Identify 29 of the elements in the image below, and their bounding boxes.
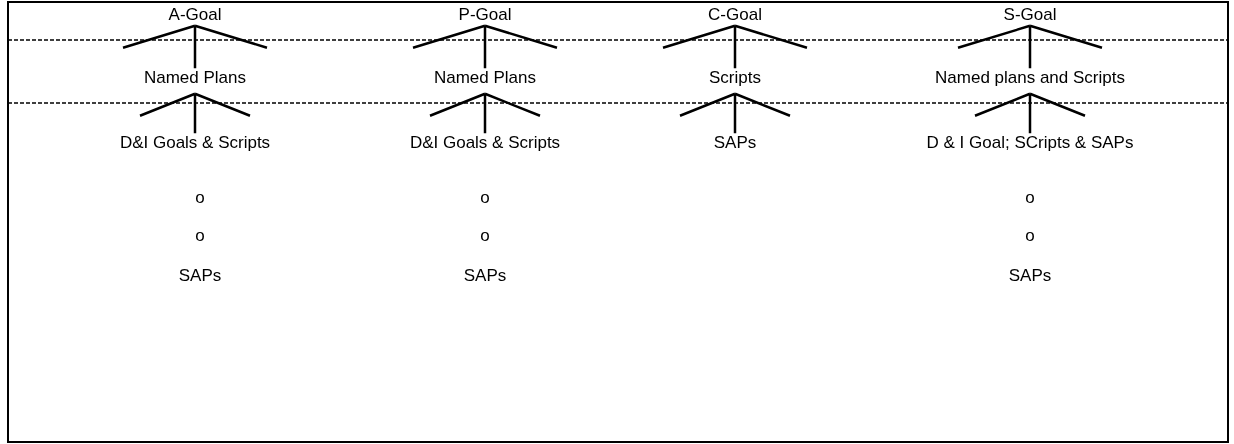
tree-branch-symbol [973,92,1087,135]
tree-node-label: Named Plans [143,68,247,88]
tree-node-label: D & I Goal; SCripts & SAPs [926,133,1134,153]
tree-node-label: S-Goal [1003,5,1057,25]
tree-branch-symbol [121,24,269,70]
tree-branch-symbol [678,92,792,135]
tree-node-label: Named plans and Scripts [935,68,1125,88]
tree-node-label: SAPs [713,133,757,153]
tree-node-label: A-Goal [168,5,222,25]
tree-node-label: D&I Goals & Scripts [119,133,271,153]
tree-label: o [195,188,205,208]
tree-node-label: C-Goal [708,5,762,25]
tree-label: SAPs [463,266,507,286]
tree-label: o [1025,226,1035,246]
tree-branch-symbol [411,24,559,70]
tree-node-label: D&I Goals & Scripts [409,133,561,153]
tree-label: o [480,188,490,208]
tree-label: o [1025,188,1035,208]
tree-node-label: Scripts [709,68,761,88]
tree-branch-symbol [956,24,1104,70]
tree-node-label: Named Plans [433,68,537,88]
tree-branch-symbol [138,92,252,135]
tree-branch-symbol [428,92,542,135]
tree-label: o [480,226,490,246]
tree-branch-symbol [661,24,809,70]
tree-label: SAPs [1008,266,1052,286]
tree-label: o [195,226,205,246]
tree-label: SAPs [178,266,222,286]
tree-node-label: P-Goal [458,5,512,25]
